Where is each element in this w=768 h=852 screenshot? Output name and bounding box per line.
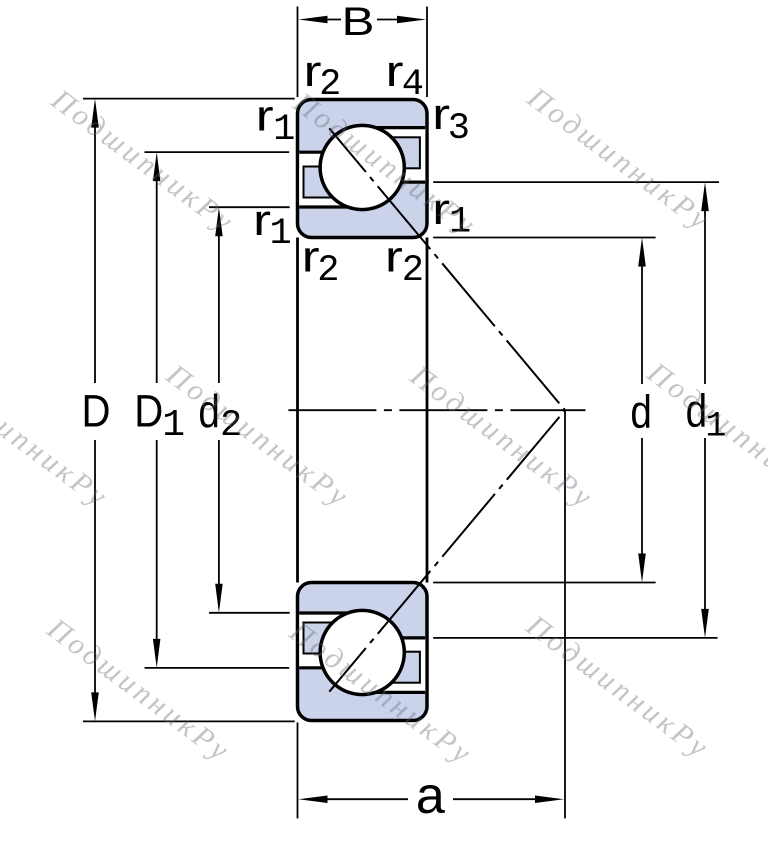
svg-text:a: a <box>416 767 445 825</box>
svg-text:1: 1 <box>270 213 292 255</box>
svg-text:r: r <box>253 196 271 245</box>
svg-text:r: r <box>432 185 450 234</box>
svg-text:2: 2 <box>220 405 242 447</box>
svg-text:1: 1 <box>162 404 185 447</box>
svg-text:2: 2 <box>402 250 424 292</box>
svg-text:2: 2 <box>319 64 341 106</box>
svg-text:r: r <box>302 233 320 282</box>
svg-text:D: D <box>134 386 163 437</box>
svg-text:d: d <box>630 385 652 437</box>
svg-text:d: d <box>686 385 708 437</box>
svg-text:1: 1 <box>705 406 726 446</box>
svg-text:1: 1 <box>273 109 295 151</box>
svg-text:r: r <box>386 47 404 96</box>
svg-text:3: 3 <box>448 108 470 150</box>
svg-text:4: 4 <box>402 64 424 106</box>
svg-text:D: D <box>82 386 111 437</box>
svg-text:r: r <box>304 47 322 96</box>
svg-text:r: r <box>256 92 274 141</box>
svg-text:1: 1 <box>449 201 471 243</box>
svg-text:r: r <box>432 90 450 139</box>
svg-text:B: B <box>342 0 375 44</box>
svg-text:2: 2 <box>317 250 339 292</box>
svg-text:d: d <box>198 385 220 437</box>
svg-text:r: r <box>385 233 403 282</box>
